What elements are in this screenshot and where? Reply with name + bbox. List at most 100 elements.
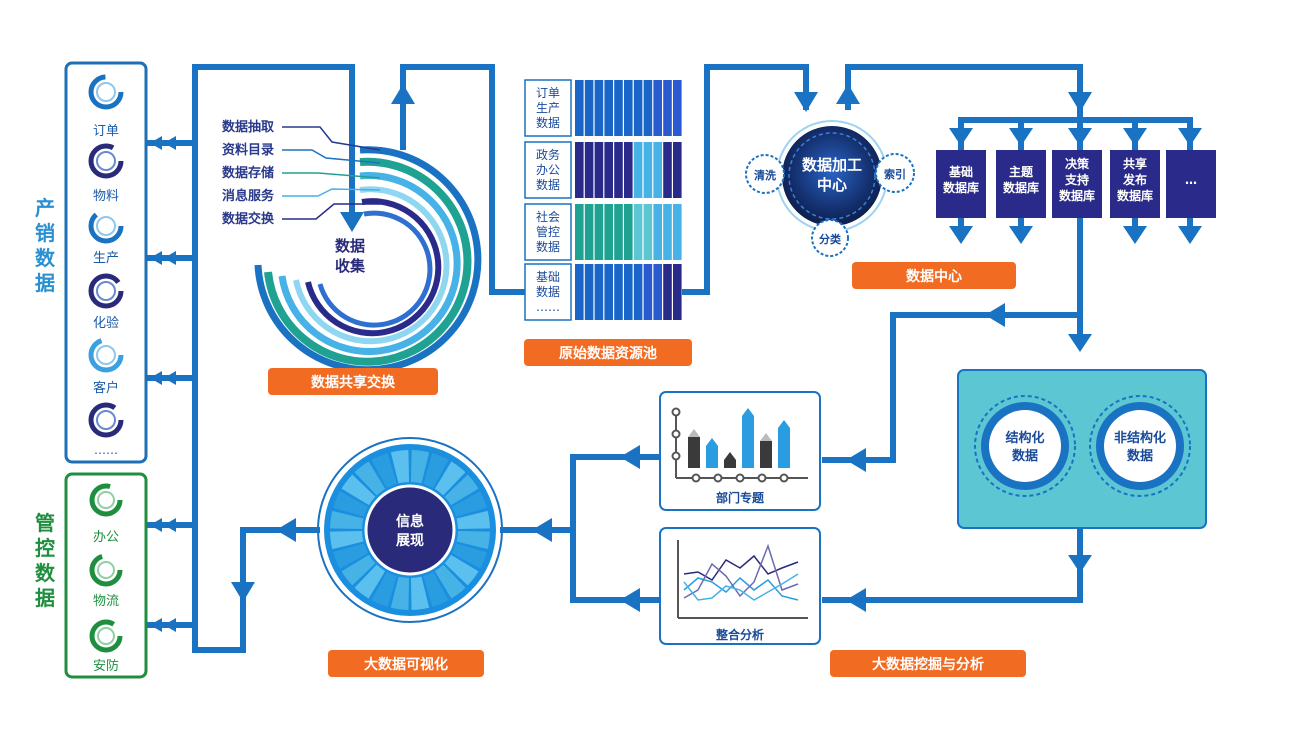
visualization-center-text: 展现 <box>396 533 424 549</box>
unstructured-data-label: 非结构化 <box>1114 430 1166 446</box>
raw-pool-stripe <box>673 80 682 136</box>
visualization: 信息 展现 大数据可视化 <box>317 437 503 677</box>
control-item: 安防 <box>93 658 119 674</box>
raw-pool-row: 基础数据…… <box>524 263 682 321</box>
satellite-index: 索引 <box>875 153 915 193</box>
data-exchange: 数据 收集 数据抽取 资料目录 数据存储 消息服务 数据交换 数据共享交换 <box>222 119 482 395</box>
visualization-segment <box>390 450 410 484</box>
raw-pool-stripe <box>594 80 604 136</box>
raw-pool-label-box <box>524 263 572 321</box>
visualization-segment <box>423 572 449 607</box>
database-block-box <box>1052 150 1102 218</box>
bar-card-title: 部门专题 <box>716 490 765 505</box>
satellite-classify: 分类 <box>811 219 849 257</box>
raw-pool-label: 订单 <box>536 86 560 100</box>
line-card-title: 整合分析 <box>715 627 764 642</box>
database-block-box <box>996 150 1046 218</box>
production-title-char: 产 <box>35 196 55 220</box>
database-block-label: 主题 <box>1009 164 1034 179</box>
database-block-label: 决策 <box>1065 156 1090 171</box>
raw-pool-stripe <box>614 80 623 136</box>
line-card-axis <box>677 540 808 619</box>
analysis-caption: 大数据挖掘与分析 <box>872 656 984 673</box>
control-item: 物流 <box>93 594 119 609</box>
visualization-segment <box>444 554 479 586</box>
ring-icon <box>88 208 124 244</box>
ring-icon <box>88 273 124 309</box>
raw-pool-stripe <box>624 264 633 320</box>
raw-pool-stripe <box>594 264 604 320</box>
structured-data-label: 结构化 <box>1005 430 1044 446</box>
production-panel: 产 销 数 据 订单 物料 生产 化验 客户 <box>35 61 148 464</box>
raw-pool-stripe <box>633 142 643 198</box>
raw-pool-stripe <box>653 264 662 320</box>
structured-data-node: 结构化 数据 <box>974 395 1076 497</box>
raw-pool-label: 数据 <box>536 284 560 299</box>
ring-icon <box>89 619 123 653</box>
visualization-caption: 大数据可视化 <box>364 656 448 673</box>
database-block-label: 共享 <box>1123 156 1147 171</box>
raw-pool-label: 数据 <box>536 239 560 254</box>
raw-pool-stripe <box>575 80 584 136</box>
raw-pool-stripe <box>663 204 672 260</box>
raw-pool-stripe <box>663 80 672 136</box>
raw-pool-stripe <box>575 204 584 260</box>
raw-pool-stripe <box>633 204 643 260</box>
ring-icon <box>88 337 124 373</box>
control-title-char: 数 <box>35 561 56 585</box>
raw-pool-label-box <box>524 141 572 199</box>
raw-pool-stripe <box>575 142 584 198</box>
control-item: 办公 <box>93 530 119 545</box>
visualization-segment <box>410 450 430 484</box>
raw-pool-stripe <box>604 264 613 320</box>
visualization-segment <box>354 461 386 496</box>
raw-pool-label: 管控 <box>536 224 560 239</box>
raw-pool-stripe <box>604 204 613 260</box>
raw-pool-label: 数据 <box>536 115 560 130</box>
visualization-segment <box>333 543 368 569</box>
visualization-segment <box>410 576 430 610</box>
raw-pool-stripe <box>633 264 643 320</box>
raw-pool-stripe <box>594 204 604 260</box>
production-item: 物料 <box>93 189 119 204</box>
bar-card-axis <box>671 407 808 483</box>
exchange-label: 数据交换 <box>222 211 275 227</box>
visualization-segment <box>354 564 386 599</box>
unstructured-data-label: 数据 <box>1127 448 1153 464</box>
flow-arrows <box>150 84 1202 632</box>
structured-data-label: 数据 <box>1012 448 1038 464</box>
visualization-segment <box>390 576 410 610</box>
control-title-char: 据 <box>35 586 55 610</box>
exchange-labels: 数据抽取 资料目录 数据存储 消息服务 数据交换 <box>222 119 381 227</box>
exchange-center-text: 收集 <box>335 257 366 275</box>
raw-pool-stripe <box>614 264 623 320</box>
raw-pool-stripe <box>673 204 682 260</box>
control-title-char: 管 <box>35 511 55 535</box>
satellite-label: 索引 <box>884 167 906 181</box>
satellite-clean: 清洗 <box>745 154 785 194</box>
exchange-label: 资料目录 <box>222 142 274 158</box>
raw-pool-stripe <box>584 80 594 136</box>
bar-card-bars <box>688 408 790 468</box>
visualization-segment <box>371 572 397 607</box>
line-card-series <box>683 543 799 601</box>
exchange-caption-pill: 数据共享交换 <box>268 368 438 395</box>
unstructured-data-node: 非结构化 数据 <box>1089 395 1191 497</box>
raw-pool-stripe <box>653 204 662 260</box>
production-item: 生产 <box>93 251 119 266</box>
ring-icon <box>88 143 124 179</box>
raw-pool-stripe <box>604 80 613 136</box>
raw-pool-stripe <box>594 142 604 198</box>
raw-pool-stripe <box>633 80 643 136</box>
visualization-segment <box>341 474 376 506</box>
raw-pool-stripe <box>584 204 594 260</box>
analysis-caption-pill: 大数据挖掘与分析 <box>830 650 1026 677</box>
visualization-segment <box>452 543 487 569</box>
satellite-label: 分类 <box>819 232 842 246</box>
